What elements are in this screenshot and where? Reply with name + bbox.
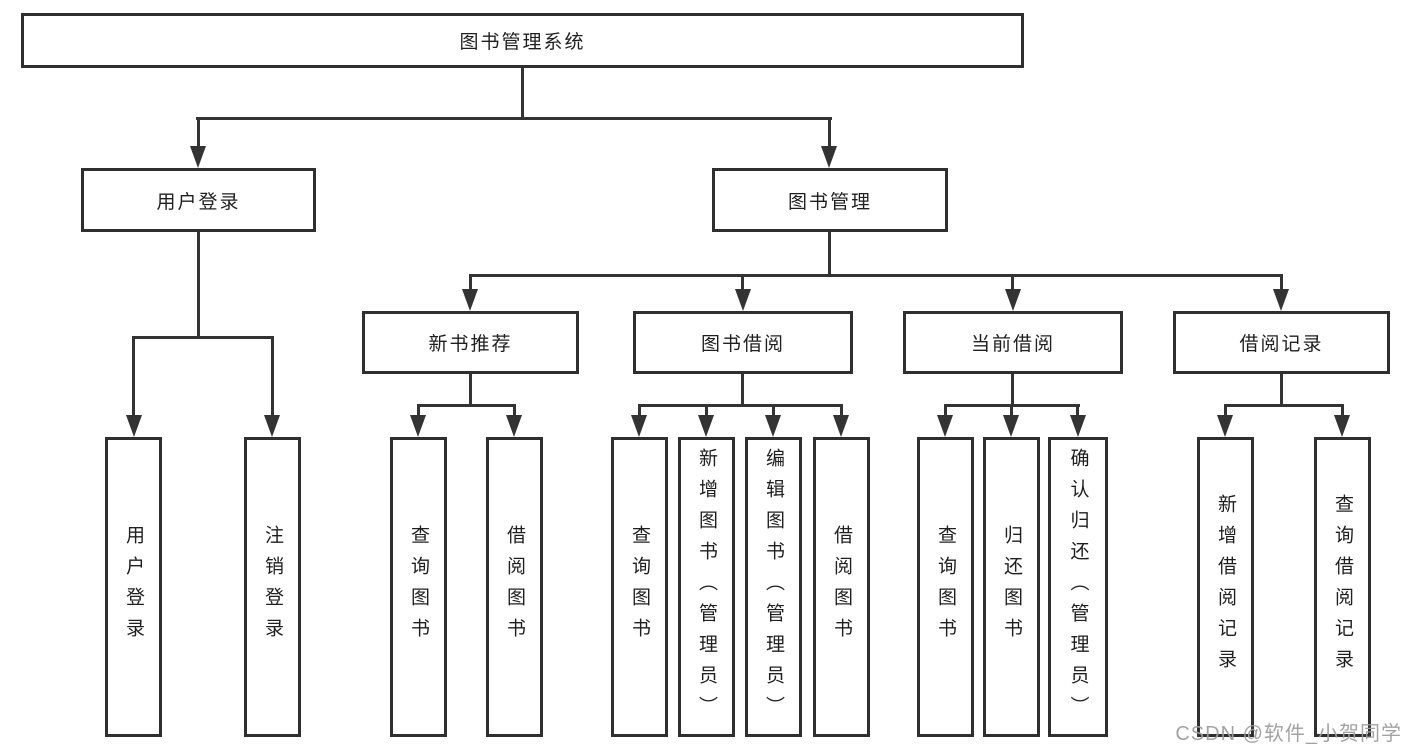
arrow-to-borrowing-icon bbox=[735, 289, 751, 311]
node-label: 借阅记录 bbox=[1239, 334, 1324, 355]
connector-to-borrowing-shaft bbox=[741, 274, 744, 296]
connector-current-stem bbox=[1011, 374, 1014, 404]
connector-bb-query-shaft bbox=[638, 404, 641, 418]
arrow-to-current-icon bbox=[1005, 289, 1021, 311]
leaf-newbook-borrow-books: 借阅图书 bbox=[486, 437, 543, 737]
connector-login-stem bbox=[197, 232, 200, 336]
leaf-user-login: 用户登录 bbox=[105, 437, 162, 737]
arrow-rec-add-icon bbox=[1217, 415, 1233, 437]
leaf-borrowing-query-books: 查询图书 bbox=[611, 437, 668, 737]
connector-mgmt-stem bbox=[828, 232, 831, 274]
arrow-to-records-icon bbox=[1273, 289, 1289, 311]
arrow-to-logout-icon bbox=[264, 415, 280, 437]
arrow-nb-query-icon bbox=[410, 415, 426, 437]
leaf-label: 借阅图书 bbox=[831, 525, 852, 649]
leaf-current-query-books: 查询图书 bbox=[917, 437, 974, 737]
leaf-label: 用户登录 bbox=[123, 525, 144, 649]
arrow-to-userlogin-icon bbox=[126, 415, 142, 437]
leaf-records-add-record: 新增借阅记录 bbox=[1197, 437, 1254, 737]
connector-to-login-shaft bbox=[197, 117, 200, 150]
leaf-label: 新增图书（管理员） bbox=[696, 447, 717, 727]
connector-root-stem bbox=[521, 68, 524, 117]
arrow-bb-borrow-icon bbox=[833, 415, 849, 437]
arrow-cb-return-icon bbox=[1003, 415, 1019, 437]
arrow-cb-confirm-icon bbox=[1070, 415, 1086, 437]
connector-nb-borrow-shaft bbox=[513, 404, 516, 418]
node-book-borrowing: 图书借阅 bbox=[633, 311, 853, 374]
node-label: 图书管理 bbox=[787, 191, 872, 213]
connector-to-records-shaft bbox=[1280, 274, 1283, 296]
arrow-bb-add-icon bbox=[698, 415, 714, 437]
leaf-label: 新增借阅记录 bbox=[1215, 494, 1236, 680]
connector-bb-add-shaft bbox=[705, 404, 708, 418]
leaf-label: 归还图书 bbox=[1001, 525, 1022, 649]
node-current-borrowing: 当前借阅 bbox=[903, 311, 1123, 374]
leaf-newbook-query-books: 查询图书 bbox=[390, 437, 447, 737]
leaf-current-return-books: 归还图书 bbox=[983, 437, 1040, 737]
connector-to-current-shaft bbox=[1011, 274, 1014, 296]
leaf-label: 编辑图书（管理员） bbox=[763, 447, 784, 727]
node-label: 图书管理系统 bbox=[459, 32, 586, 53]
arrow-to-login-icon bbox=[190, 146, 206, 168]
connector-to-userlogin-shaft bbox=[132, 336, 135, 419]
connector-level1-rail bbox=[196, 117, 832, 120]
arrow-nb-borrow-icon bbox=[506, 415, 522, 437]
connector-records-rail bbox=[1224, 404, 1344, 407]
node-user-login: 用户登录 bbox=[81, 168, 316, 232]
connector-bb-edit-shaft bbox=[772, 404, 775, 418]
connector-nb-query-shaft bbox=[417, 404, 420, 418]
connector-rec-add-shaft bbox=[1224, 404, 1227, 418]
connector-bb-borrow-shaft bbox=[840, 404, 843, 418]
leaf-label: 查询图书 bbox=[408, 525, 429, 649]
connector-records-stem bbox=[1280, 374, 1283, 404]
connector-cb-confirm-shaft bbox=[1076, 404, 1079, 418]
connector-cb-query-shaft bbox=[944, 404, 947, 418]
leaf-label: 借阅图书 bbox=[504, 525, 525, 649]
arrow-to-mgmt-icon bbox=[821, 146, 837, 168]
connector-level2-rail bbox=[469, 274, 1283, 277]
connector-cb-return-shaft bbox=[1010, 404, 1013, 418]
node-label: 图书借阅 bbox=[700, 334, 785, 355]
connector-to-logout-shaft bbox=[271, 336, 274, 419]
connector-newbook-stem bbox=[469, 374, 472, 404]
node-new-book-recommend: 新书推荐 bbox=[362, 311, 579, 374]
connector-login-rail bbox=[132, 336, 274, 339]
csdn-watermark: CSDN @软件_小贺同学 bbox=[1175, 723, 1402, 745]
leaf-label: 注销登录 bbox=[262, 525, 283, 649]
arrow-rec-query-icon bbox=[1334, 415, 1350, 437]
node-label: 用户登录 bbox=[156, 191, 241, 213]
node-label: 当前借阅 bbox=[970, 334, 1055, 355]
arrow-to-newbook-icon bbox=[462, 289, 478, 311]
connector-newbook-rail bbox=[417, 404, 516, 407]
leaf-label: 确认归还（管理员） bbox=[1067, 447, 1089, 727]
leaf-logout: 注销登录 bbox=[244, 437, 301, 737]
leaf-current-confirm-return-admin: 确认归还（管理员） bbox=[1048, 437, 1108, 737]
connector-to-mgmt-shaft bbox=[828, 117, 831, 150]
arrow-bb-edit-icon bbox=[765, 415, 781, 437]
connector-to-newbook-shaft bbox=[469, 274, 472, 296]
connector-borrowing-rail bbox=[638, 404, 843, 407]
arrow-bb-query-icon bbox=[631, 415, 647, 437]
arrow-cb-query-icon bbox=[937, 415, 953, 437]
node-label: 新书推荐 bbox=[428, 334, 513, 355]
node-borrowing-records: 借阅记录 bbox=[1173, 311, 1390, 374]
node-book-management: 图书管理 bbox=[712, 168, 948, 232]
leaf-label: 查询借阅记录 bbox=[1332, 494, 1353, 680]
leaf-records-query-record: 查询借阅记录 bbox=[1314, 437, 1371, 737]
leaf-borrowing-borrow-books: 借阅图书 bbox=[813, 437, 870, 737]
leaf-label: 查询图书 bbox=[629, 525, 650, 649]
node-root-library-system: 图书管理系统 bbox=[21, 13, 1024, 68]
leaf-borrowing-add-books-admin: 新增图书（管理员） bbox=[678, 437, 735, 737]
connector-borrowing-stem bbox=[741, 374, 744, 404]
connector-rec-query-shaft bbox=[1341, 404, 1344, 418]
leaf-borrowing-edit-books-admin: 编辑图书（管理员） bbox=[745, 437, 802, 737]
leaf-label: 查询图书 bbox=[935, 525, 956, 649]
